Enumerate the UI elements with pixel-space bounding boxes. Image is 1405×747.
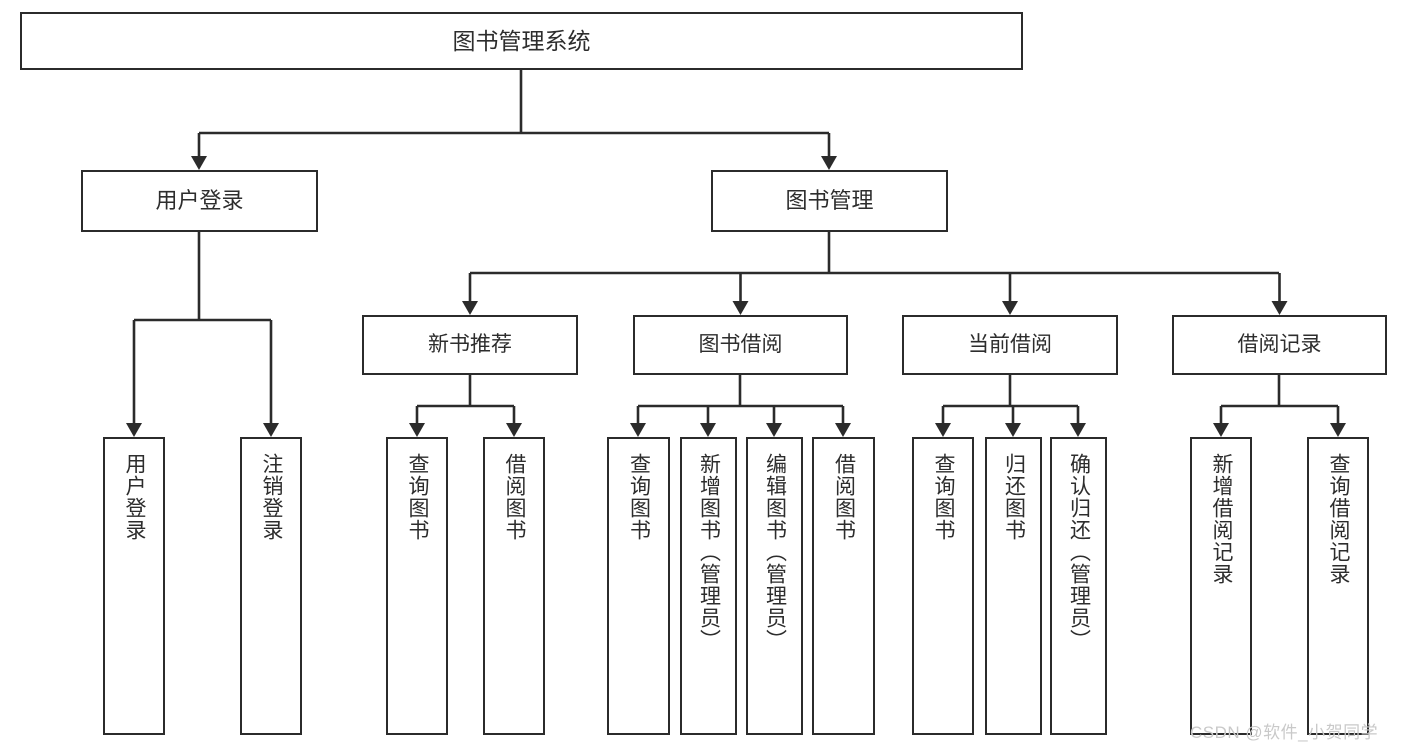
csdn-watermark: CSDN @软件_小贺同学: [1190, 723, 1379, 742]
node-leaf-query-record-label: 查询借阅记录: [1327, 453, 1351, 585]
node-leaf-edit-book-admin[interactable]: 编辑图书（管理员）: [746, 437, 803, 735]
node-leaf-query-book-2[interactable]: 查询图书: [607, 437, 670, 735]
node-book-manage[interactable]: 图书管理: [711, 170, 948, 232]
arrow-group-0-child-0-head: [409, 423, 425, 437]
node-leaf-borrow-book-1[interactable]: 借阅图书: [483, 437, 545, 735]
arrow-group-3-child-0-head: [1213, 423, 1229, 437]
node-leaf-query-book-1[interactable]: 查询图书: [386, 437, 448, 735]
node-leaf-user-login-label: 用户登录: [123, 453, 147, 541]
node-leaf-return-book[interactable]: 归还图书: [985, 437, 1042, 735]
arrow-group-1-child-0-head: [630, 423, 646, 437]
arrow-to-borrow-record-head: [1271, 301, 1288, 315]
node-leaf-return-book-label: 归还图书: [1002, 453, 1026, 541]
node-current-borrow-label: 当前借阅: [968, 332, 1052, 356]
node-leaf-add-book-admin[interactable]: 新增图书（管理员）: [680, 437, 737, 735]
node-borrow-record-label: 借阅记录: [1237, 332, 1322, 356]
node-leaf-query-book-3[interactable]: 查询图书: [912, 437, 974, 735]
arrow-to-book-manage-head: [821, 156, 837, 170]
node-leaf-user-login[interactable]: 用户登录: [103, 437, 165, 735]
arrow-group-2-child-1-head: [1005, 423, 1021, 437]
node-leaf-confirm-return-admin[interactable]: 确认归还（管理员）: [1050, 437, 1107, 735]
node-leaf-logout[interactable]: 注销登录: [240, 437, 302, 735]
arrow-to-book-borrow-head: [732, 301, 749, 315]
arrow-group-1-child-2-head: [766, 423, 782, 437]
node-leaf-query-book-2-label: 查询图书: [627, 453, 651, 541]
node-leaf-query-book-1-label: 查询图书: [406, 453, 430, 541]
arrow-group-3-child-1-head: [1330, 423, 1346, 437]
node-current-borrow[interactable]: 当前借阅: [902, 315, 1118, 375]
arrow-group-1-child-3-head: [835, 423, 851, 437]
arrow-to-leaf-logout-head: [263, 423, 279, 437]
arrow-to-new-book-recommend-head: [462, 301, 478, 315]
node-leaf-add-book-admin-label: 新增图书（管理员）: [697, 453, 721, 651]
node-leaf-add-record-label: 新增借阅记录: [1210, 453, 1234, 585]
node-new-book-recommend-label: 新书推荐: [428, 332, 512, 356]
node-leaf-edit-book-admin-label: 编辑图书（管理员）: [763, 453, 787, 651]
node-leaf-borrow-book-1-label: 借阅图书: [503, 453, 527, 541]
arrow-to-current-borrow-head: [1002, 301, 1018, 315]
node-user-login[interactable]: 用户登录: [81, 170, 318, 232]
node-leaf-borrow-book-2-label: 借阅图书: [832, 453, 856, 541]
node-leaf-borrow-book-2[interactable]: 借阅图书: [812, 437, 875, 735]
node-leaf-query-book-3-label: 查询图书: [932, 453, 956, 541]
arrow-to-user-login-head: [191, 156, 207, 170]
arrow-group-2-child-0-head: [935, 423, 951, 437]
node-book-borrow-label: 图书借阅: [698, 332, 783, 356]
node-root-system[interactable]: 图书管理系统: [20, 12, 1023, 70]
node-leaf-query-record[interactable]: 查询借阅记录: [1307, 437, 1369, 735]
node-leaf-add-record[interactable]: 新增借阅记录: [1190, 437, 1252, 735]
node-leaf-logout-label: 注销登录: [260, 453, 284, 541]
node-new-book-recommend[interactable]: 新书推荐: [362, 315, 578, 375]
node-root-system-label: 图书管理系统: [452, 27, 591, 54]
arrow-to-leaf-user-login-head: [126, 423, 142, 437]
arrow-group-0-child-1-head: [506, 423, 522, 437]
node-book-borrow[interactable]: 图书借阅: [633, 315, 848, 375]
node-user-login-label: 用户登录: [155, 188, 244, 214]
node-borrow-record[interactable]: 借阅记录: [1172, 315, 1387, 375]
arrow-group-2-child-2-head: [1070, 423, 1086, 437]
node-leaf-confirm-return-admin-label: 确认归还（管理员）: [1067, 453, 1091, 651]
node-book-manage-label: 图书管理: [785, 188, 874, 214]
arrow-group-1-child-1-head: [700, 423, 716, 437]
